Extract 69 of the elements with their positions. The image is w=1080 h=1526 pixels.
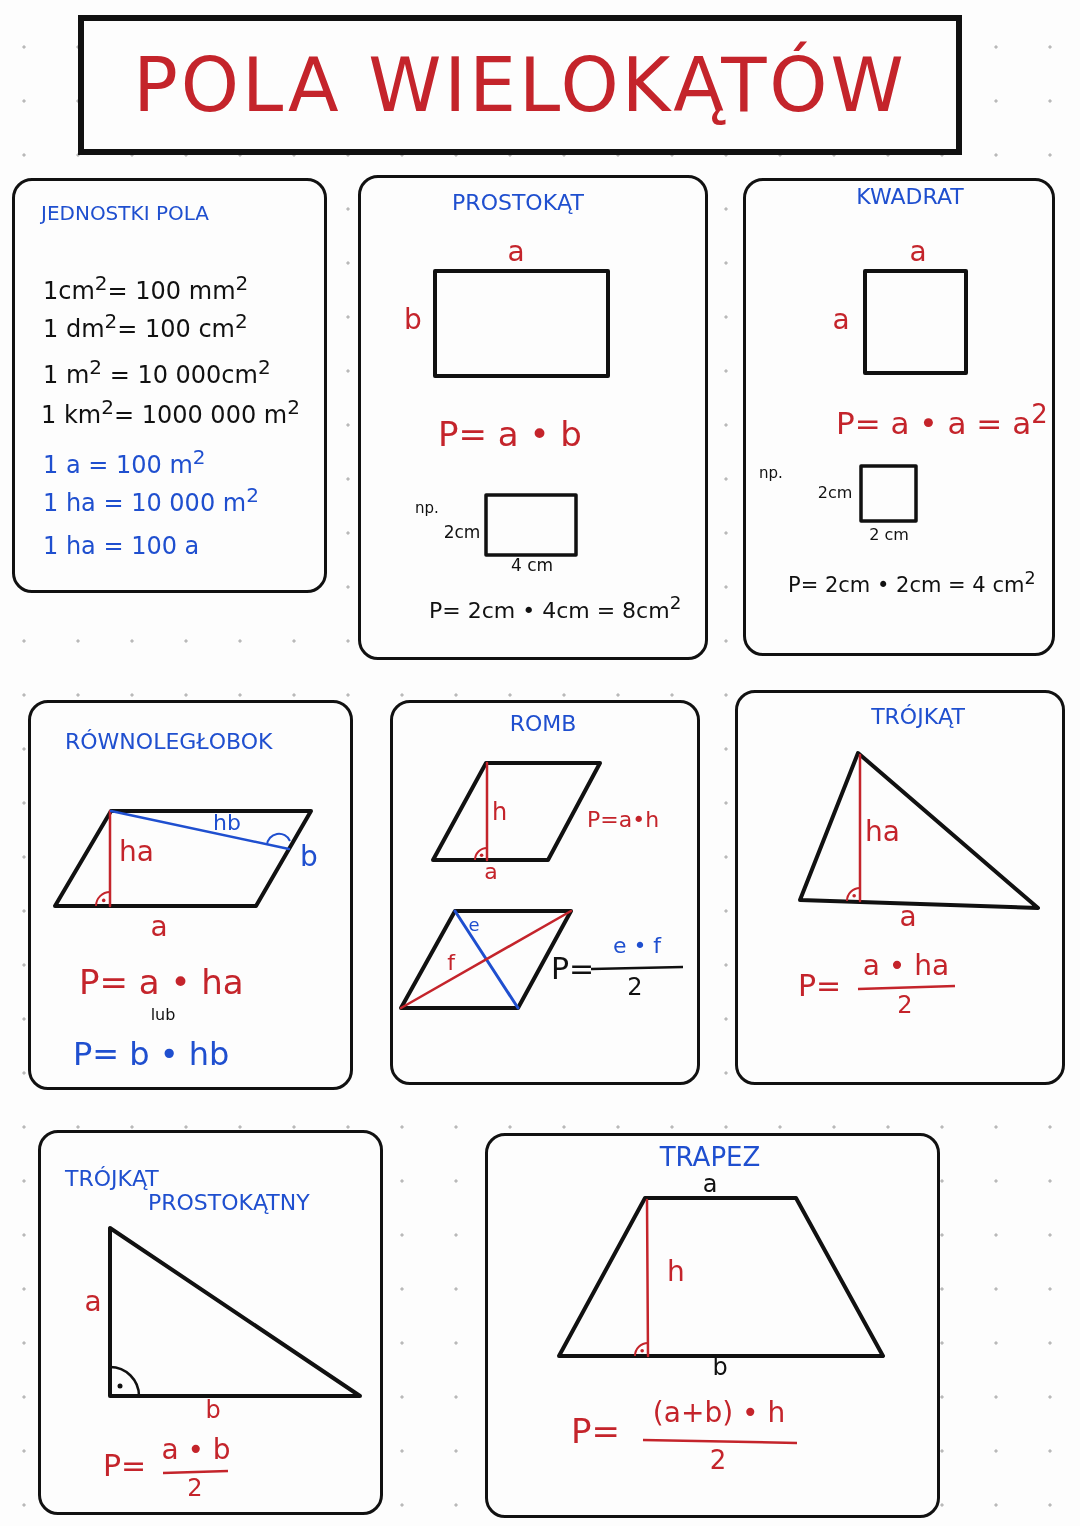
panel-card [12, 178, 327, 593]
side-label: b [404, 304, 422, 336]
panel-card [390, 700, 700, 1085]
formula-numerator: (a+b) • h [652, 1397, 786, 1429]
formula: P= a • b [438, 416, 582, 454]
panel-heading: ROMB [509, 711, 577, 737]
diagonal-label: f [447, 950, 455, 976]
formula: P= 2cm • 2cm = 4 cm$^{2}$ [788, 568, 1036, 598]
side-label: ha [119, 836, 154, 868]
panel-card [485, 1133, 940, 1518]
formula-numerator: a • ha [862, 950, 950, 982]
panel-heading: KWADRAT [856, 184, 964, 210]
formula-numerator: a • b [161, 1434, 231, 1466]
side-label: a [702, 1170, 718, 1198]
panel-heading: TRÓJKĄT [871, 704, 965, 730]
side-label: a [84, 1286, 102, 1318]
formula: P= [571, 1413, 620, 1451]
note: np. [415, 499, 439, 517]
side-label: hb [213, 810, 241, 836]
side-label: a [909, 236, 927, 268]
panel-heading: PROSTOKĄT [452, 190, 584, 216]
panel-card [358, 175, 708, 660]
formula: P= [798, 968, 842, 1002]
side-label: a [150, 911, 168, 943]
formula: P= [551, 951, 595, 985]
panel-heading: TRAPEZ [659, 1142, 761, 1172]
side-label: a [899, 901, 917, 933]
diagonal-label: e [468, 915, 480, 935]
side-label: h [492, 798, 508, 826]
panel-card [735, 690, 1065, 1085]
formula: P= b • hb [73, 1037, 230, 1073]
dimension-label: 2cm [443, 522, 481, 542]
unit-conversion: 1 a = 100 m$^{2}$ [43, 445, 206, 479]
formula: P= 2cm • 4cm = 8cm$^{2}$ [429, 593, 682, 623]
title-banner: POLA WIELOKĄTÓW [78, 15, 962, 155]
unit-conversion: 1cm$^{2}$= 100 mm$^{2}$ [43, 271, 249, 305]
dimension-label: 2cm [817, 484, 853, 502]
unit-conversion: 1 ha = 100 a [43, 532, 200, 560]
formula-denominator: 2 [897, 991, 913, 1019]
panel-heading: TRÓJKĄT PROSTOKĄTNY [65, 1167, 311, 1216]
formula-denominator: 2 [627, 973, 643, 1001]
formula-numerator: e • f [612, 933, 662, 959]
unit-conversion: 1 ha = 10 000 m$^{2}$ [43, 483, 259, 517]
panel-card [28, 700, 353, 1090]
side-label: a [484, 859, 498, 885]
side-label: h [667, 1256, 685, 1288]
side-label: b [300, 841, 318, 873]
dimension-label: 4 cm [510, 555, 554, 575]
panel-card [743, 178, 1055, 656]
side-label: a [832, 304, 850, 336]
formula-denominator: 2 [709, 1445, 727, 1475]
side-label: ha [865, 816, 900, 848]
unit-conversion: 1 dm$^{2}$= 100 cm$^{2}$ [43, 309, 248, 343]
formula-denominator: 2 [187, 1474, 203, 1502]
note: np. [759, 464, 783, 482]
formula: P= a • ha [79, 964, 244, 1002]
unit-conversion: 1 km$^{2}$= 1000 000 m$^{2}$ [41, 395, 300, 429]
formula: P=a•h [587, 807, 660, 833]
formula: P= a • a = a$^{2}$ [836, 399, 1048, 441]
note: lub [150, 1006, 176, 1024]
dimension-label: 2 cm [869, 526, 909, 544]
side-label: b [712, 1353, 728, 1381]
panel-heading: JEDNOSTKI POLA [39, 202, 210, 224]
formula: P= [103, 1448, 147, 1482]
side-label: a [507, 236, 525, 268]
unit-conversion: 1 m$^{2}$ = 10 000cm$^{2}$ [43, 355, 271, 389]
panel-heading: RÓWNOLEGŁOBOK [65, 729, 273, 755]
side-label: b [205, 1396, 221, 1424]
panel-card [38, 1130, 383, 1515]
